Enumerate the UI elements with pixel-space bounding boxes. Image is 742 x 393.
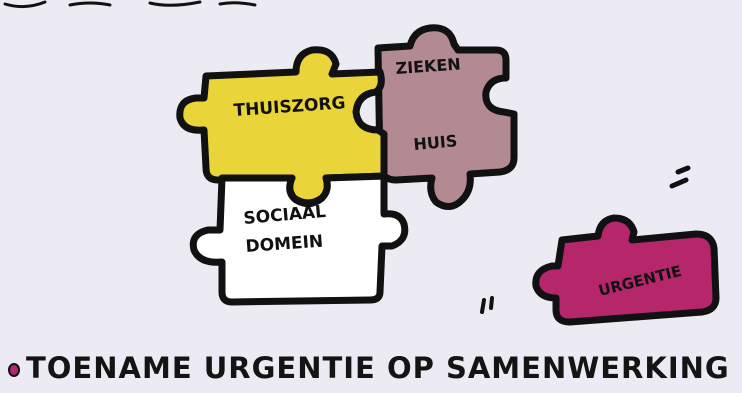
label-ziekenhuis-line2: HUIS	[413, 131, 458, 154]
motion-marks-right	[672, 168, 688, 186]
top-edge-scribble	[5, 2, 255, 7]
caption-text: TOENAME URGENTIE OP SAMENWERKING	[26, 351, 730, 385]
bullet-icon	[8, 363, 20, 377]
motion-marks-left	[482, 298, 492, 312]
piece-urgentie	[536, 218, 716, 322]
caption: TOENAME URGENTIE OP SAMENWERKING	[8, 346, 742, 390]
